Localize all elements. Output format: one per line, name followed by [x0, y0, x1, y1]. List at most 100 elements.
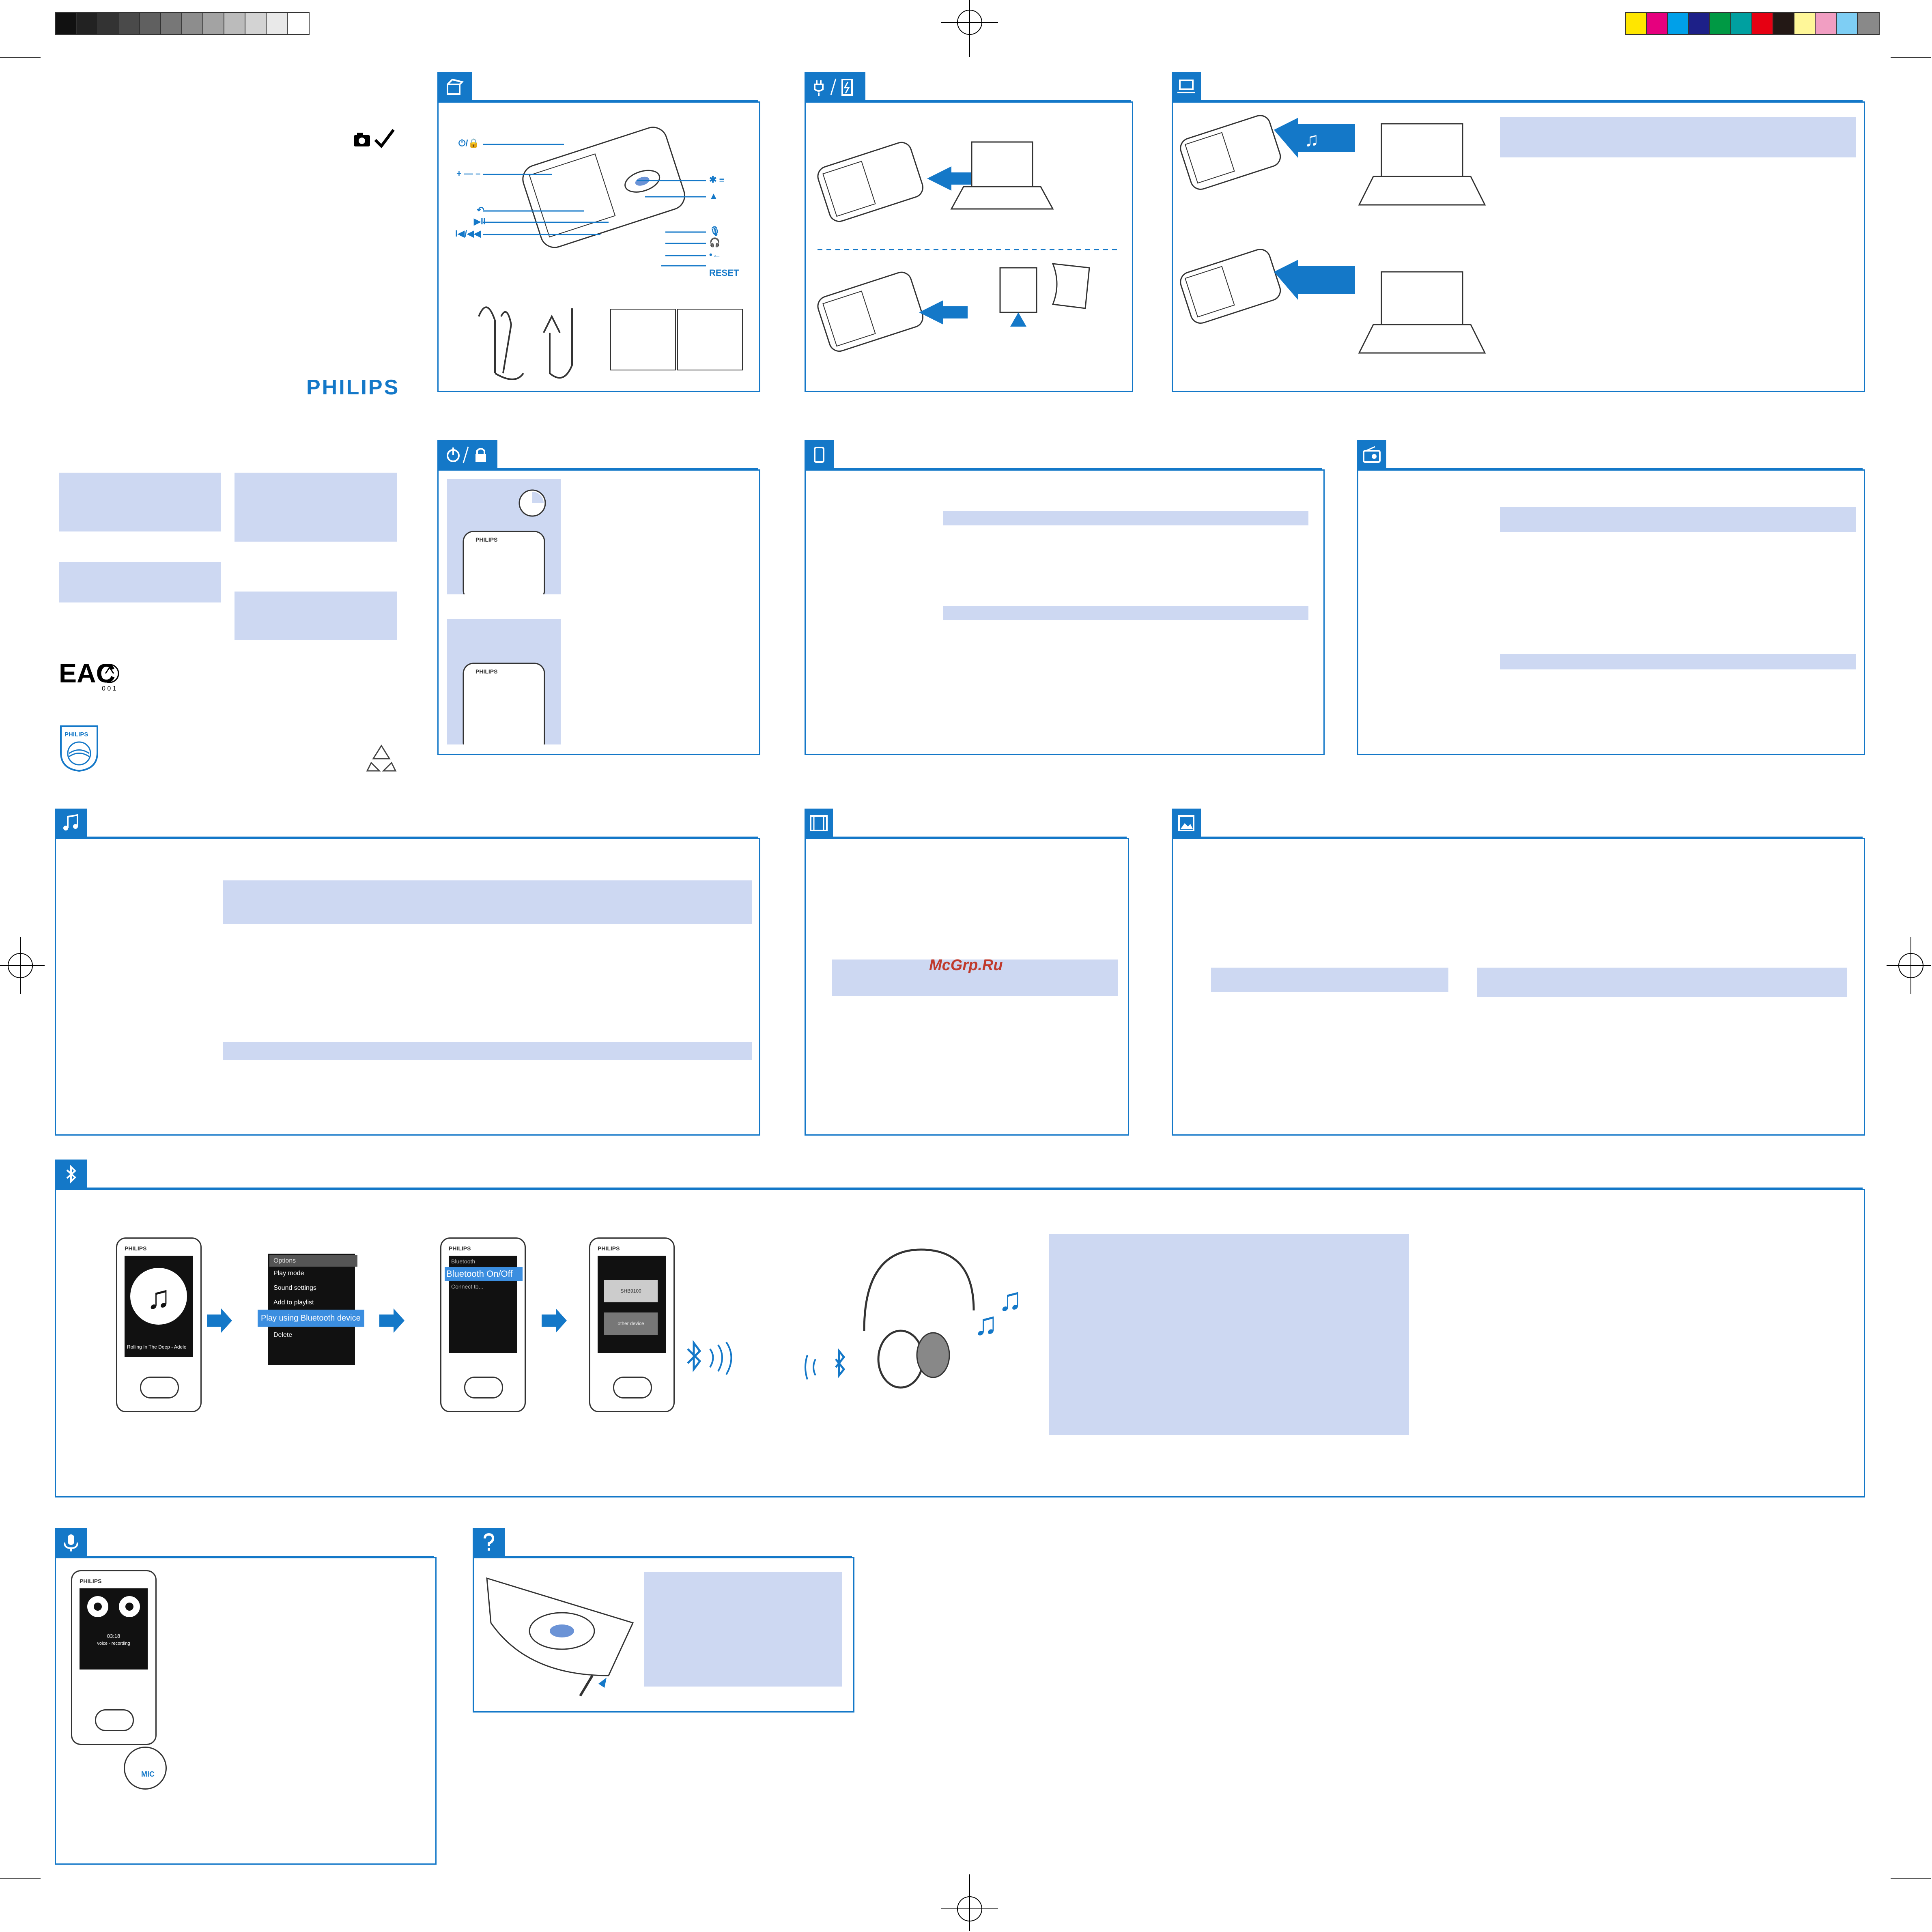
panel-bluetooth: [55, 1189, 1865, 1497]
gray-swatch: [287, 12, 310, 35]
color-swatch: [1646, 12, 1669, 35]
color-swatch: [1751, 12, 1774, 35]
device-screen: SHB9100 other device: [598, 1256, 666, 1353]
tab-video-icon: [805, 809, 833, 838]
svg-text:0 0 1: 0 0 1: [102, 685, 116, 692]
usb-label: •←: [709, 250, 721, 260]
bt-device-shb9100[interactable]: SHB9100: [604, 1280, 658, 1302]
bt-connect-item[interactable]: Connect to...: [451, 1283, 484, 1290]
crop-mark: [0, 57, 41, 58]
device-brand: PHILIPS: [449, 1245, 471, 1252]
power-lock-icon: [447, 446, 486, 463]
menu-item-delete[interactable]: Delete: [273, 1332, 293, 1338]
play-pause-button[interactable]: [613, 1377, 652, 1398]
mic-label: 🎙: [709, 226, 721, 236]
info-band: [943, 606, 1308, 620]
tab-bluetooth-icon: [55, 1160, 87, 1189]
play-pause-button[interactable]: [140, 1377, 179, 1398]
eject-label: ▲: [709, 191, 718, 201]
reset-label: RESET: [709, 268, 739, 278]
svg-text:♫: ♫: [998, 1281, 1022, 1317]
svg-text:♫: ♫: [974, 1306, 998, 1342]
tab-radio-icon: [1357, 440, 1386, 469]
charging-illustration: [817, 141, 1118, 352]
crop-mark: [1891, 1878, 1931, 1879]
film-icon: [810, 815, 828, 831]
question-icon: [484, 1533, 495, 1551]
gray-swatch: [266, 12, 288, 35]
device-screen: Bluetooth Bluetooth On/Off Connect to...: [445, 1256, 523, 1353]
color-swatch: [1794, 12, 1816, 35]
tab-power-lock-icon: [437, 440, 497, 469]
camera-check-icon: [354, 129, 395, 148]
bluetooth-signal-icon: [687, 1340, 732, 1375]
volume-label: + — –: [456, 168, 481, 179]
info-band: [1500, 654, 1856, 669]
color-swatch: [1709, 12, 1732, 35]
device-icon: [814, 447, 824, 463]
gray-swatch: [118, 12, 141, 35]
tab-device-icon: [805, 440, 834, 469]
info-band: [59, 562, 221, 602]
eac-certification-icon: EAC 0 0 1: [59, 658, 119, 692]
menu-item-play-using-bluetooth[interactable]: Play using Bluetooth device: [258, 1310, 364, 1327]
color-swatch: [1730, 12, 1753, 35]
voice-label: voice - recording: [97, 1641, 130, 1646]
tab-picture-icon: [1172, 809, 1201, 838]
crop-mark: [0, 1878, 41, 1879]
lock-illustration: PHILIPS: [447, 619, 561, 753]
color-swatch: [1857, 12, 1880, 35]
bt-onoff-item[interactable]: Bluetooth On/Off: [445, 1267, 523, 1281]
mic-detail-circle: MIC: [124, 1747, 167, 1790]
registration-mark-top: [941, 0, 998, 57]
device-brand: PHILIPS: [125, 1245, 147, 1252]
svg-text:EAC: EAC: [59, 658, 115, 688]
gray-swatch: [97, 12, 120, 35]
gray-swatch: [160, 12, 183, 35]
recycle-icon: [366, 744, 397, 772]
menu-item-play-mode[interactable]: Play mode: [273, 1270, 304, 1277]
transfer-illustration: ♫: [1180, 115, 1486, 354]
help-info-band: [644, 1572, 842, 1687]
bt-step3-device: PHILIPS Bluetooth Bluetooth On/Off Conne…: [440, 1237, 526, 1412]
device-button-diagram: [483, 127, 706, 267]
radio-icon: [1363, 446, 1381, 463]
registration-mark-bottom: [941, 1874, 998, 1931]
registration-mark-left: [0, 937, 45, 994]
mic-hole-label: MIC: [141, 1770, 155, 1778]
color-swatch: [1667, 12, 1690, 35]
play-pause-button[interactable]: [464, 1377, 503, 1398]
gray-swatch: [76, 12, 99, 35]
menu-item-add-to-playlist[interactable]: Add to playlist: [273, 1299, 314, 1306]
bt-screen-title: Bluetooth: [451, 1258, 475, 1265]
device-brand: PHILIPS: [80, 1578, 102, 1584]
record-button[interactable]: [95, 1709, 134, 1731]
gray-swatch: [202, 12, 225, 35]
color-swatch: [1836, 12, 1859, 35]
menu-item-sound-settings[interactable]: Sound settings: [273, 1284, 316, 1291]
gray-swatch: [55, 12, 77, 35]
info-band: [832, 960, 1118, 996]
color-swatch: [1815, 12, 1837, 35]
registration-mark-right: [1887, 937, 1931, 994]
info-band: [223, 1042, 752, 1060]
svg-text:♫: ♫: [1304, 129, 1319, 151]
tab-help-icon: [473, 1528, 505, 1557]
gray-swatch: [224, 12, 246, 35]
info-band: [1500, 117, 1856, 157]
bt-device-other[interactable]: other device: [604, 1312, 658, 1335]
microphone-icon: [64, 1534, 78, 1551]
info-band: [59, 473, 221, 531]
power-lock-label: ⏻/🔒: [458, 138, 479, 148]
philips-shield-icon: PHILIPS: [60, 725, 98, 772]
crop-mark: [1891, 57, 1931, 58]
power-illustration: PHILIPS: [447, 479, 561, 601]
philips-logo: PHILIPS: [306, 376, 400, 399]
info-band: [223, 880, 752, 924]
play-pause-label: ▶II: [474, 216, 486, 226]
svg-text:PHILIPS: PHILIPS: [475, 536, 497, 543]
info-band: [235, 592, 397, 640]
bt-menu-label: ✱ ≡: [709, 174, 725, 185]
color-swatch: [1625, 12, 1648, 35]
bluetooth-icon: [66, 1165, 76, 1183]
